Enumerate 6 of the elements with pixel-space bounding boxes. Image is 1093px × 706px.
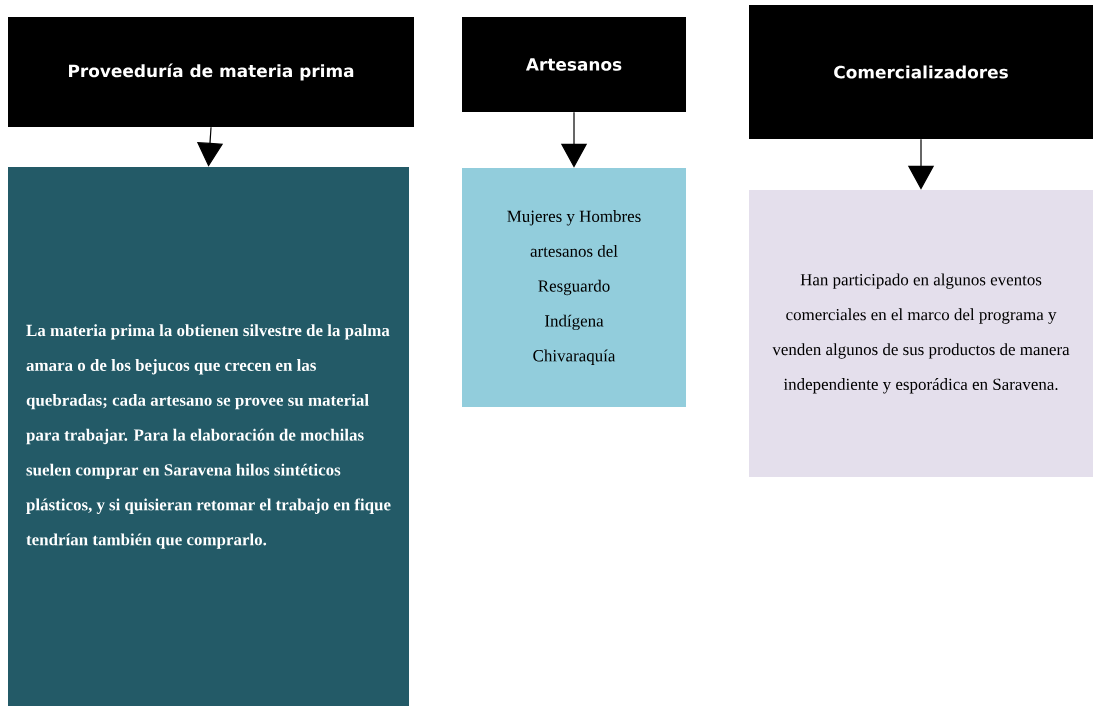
header-box: Proveeduría de materia prima — [8, 17, 414, 127]
description-box: Mujeres y Hombres artesanos del Resguardo Indígena Chivaraquía — [462, 168, 686, 407]
description-box: Han participado en algunos eventos comerciales en el marco del programa y venden algunos de sus productos de manera independiente y esporádica en Saravena. — [749, 190, 1093, 477]
header-box: Comercializadores — [749, 5, 1093, 139]
header-box: Artesanos — [462, 17, 686, 112]
description-box: La materia prima la obtienen silvestre de la palma amara o de los bejucos que crecen en las quebradas; cada artesano se provee su material para trabajar. Para la elaboración de mochilas suelen comprar en Saravena hilos sintéticos plásticos, y si quisieran retomar el trabajo en fique tendrían también que comprarlo. — [8, 167, 409, 706]
